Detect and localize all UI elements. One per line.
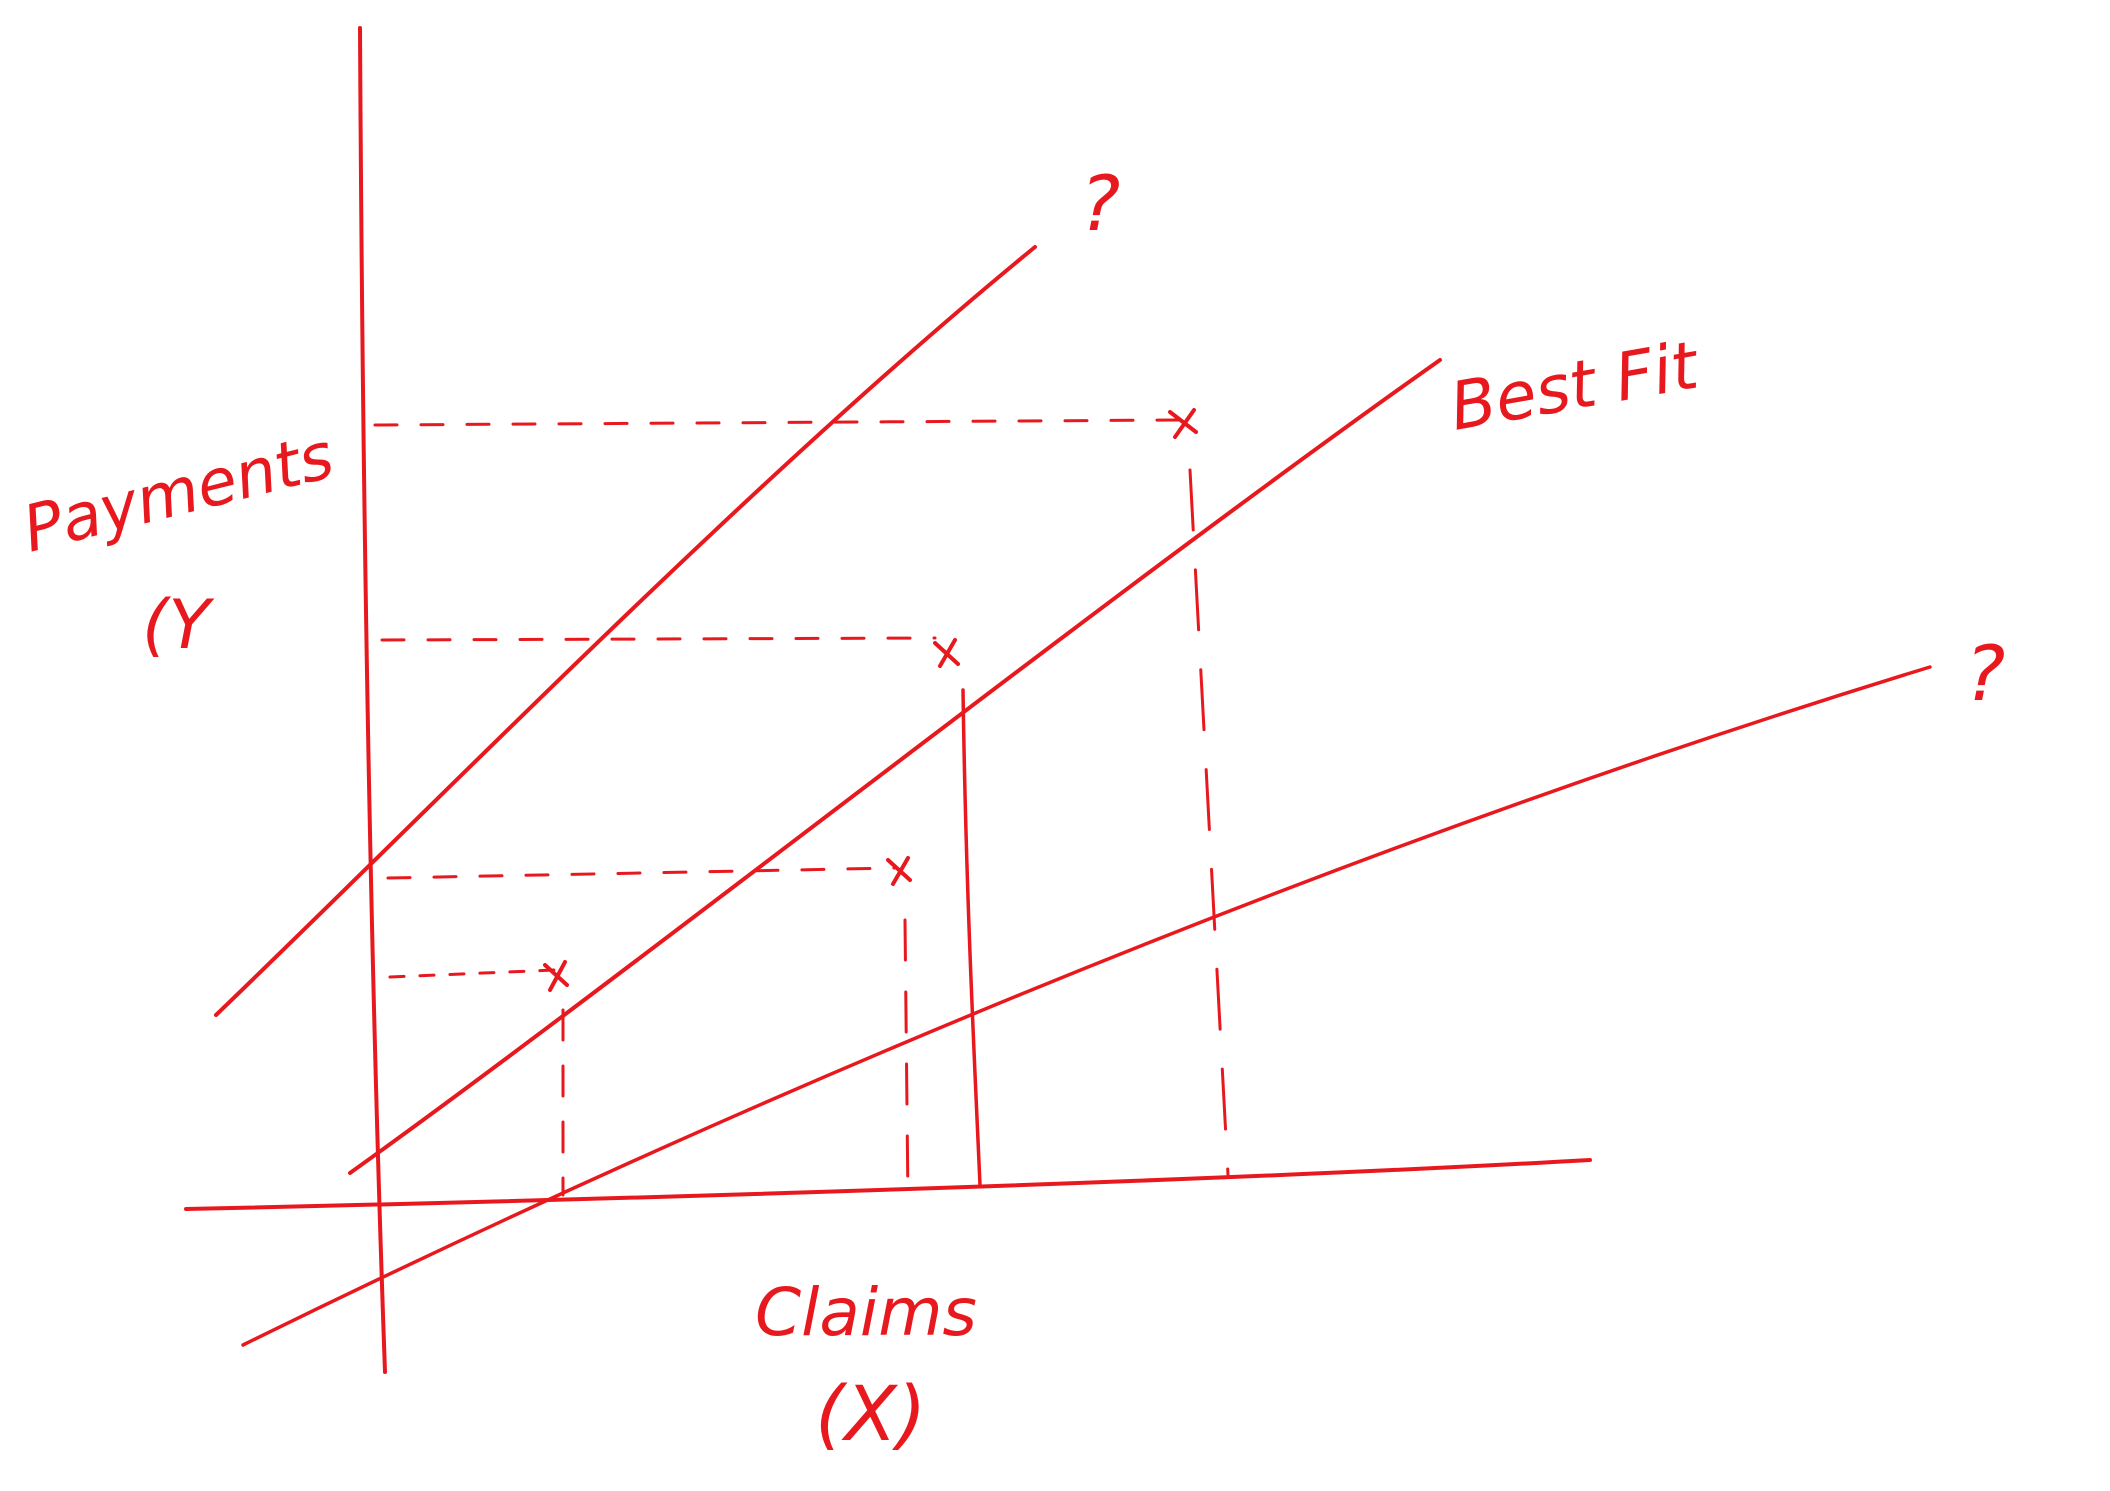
best-fit-label: Best Fit — [1444, 326, 1705, 445]
dashed-guide-v3 — [1188, 468, 1230, 1177]
shallow-line — [241, 665, 1932, 1347]
x-axis-symbol: (X) — [815, 1369, 926, 1458]
solid-vertical-guide — [961, 688, 982, 1187]
x-axis-line — [184, 1158, 1592, 1211]
y-axis-symbol: (Y — [142, 586, 215, 665]
best-fit-line — [348, 358, 1442, 1175]
shallow-line-question-mark: ? — [1965, 629, 2005, 718]
dashed-guide-h4 — [388, 968, 557, 979]
dashed-guide-h1 — [373, 418, 1182, 427]
dashed-guide-v2 — [903, 918, 910, 1204]
x-axis-label: Claims — [755, 1274, 977, 1351]
data-point-marker — [933, 638, 960, 668]
data-point-marker — [1168, 408, 1198, 439]
data-point-marker — [543, 960, 569, 992]
dashed-guide-h2 — [380, 636, 937, 642]
steep-line-question-mark: ? — [1080, 159, 1120, 248]
steep-line — [214, 245, 1037, 1017]
dashed-guide-h3 — [386, 866, 897, 880]
y-axis-line — [358, 26, 387, 1374]
data-point-marker — [886, 856, 912, 886]
y-axis-label: Payments — [16, 419, 341, 567]
